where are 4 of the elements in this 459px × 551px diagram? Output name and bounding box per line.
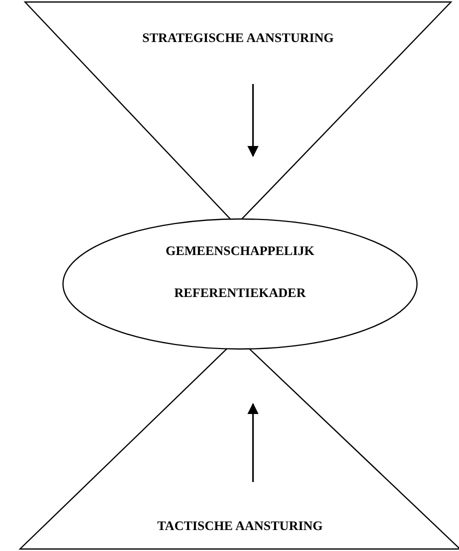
ellipse-node xyxy=(62,218,418,350)
node-label: STRATEGISCHE AANSTURING xyxy=(141,30,335,46)
node-label: TACTISCHE AANSTURING xyxy=(156,518,324,534)
node-label: GEMEENSCHAPPELIJK REFERENTIEKADER xyxy=(164,242,316,302)
